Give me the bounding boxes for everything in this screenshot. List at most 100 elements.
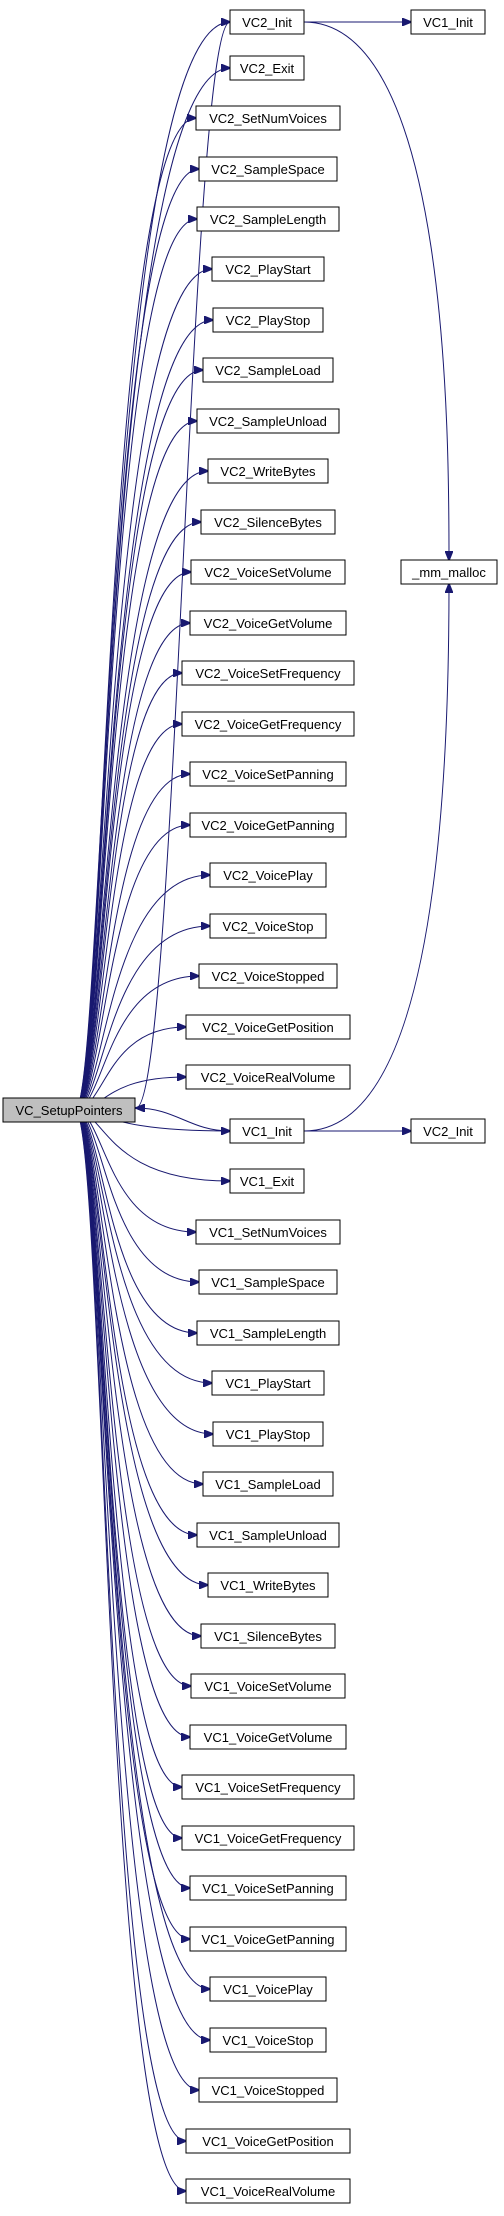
node-vc2-voicerealvolume[interactable]: VC2_VoiceRealVolume bbox=[185, 1064, 351, 1090]
node-label: VC2_Init bbox=[242, 15, 292, 30]
edge-vc-setuppointers-to-vc2-voicegetvolume bbox=[74, 623, 190, 1111]
node-vc1-voicesetvolume[interactable]: VC1_VoiceSetVolume bbox=[190, 1673, 346, 1699]
node-label: VC1_Exit bbox=[240, 1174, 295, 1189]
node-vc1-init-callee[interactable]: VC1_Init bbox=[410, 9, 486, 35]
node-label: VC2_SampleSpace bbox=[211, 162, 324, 177]
node-label: VC1_WriteBytes bbox=[220, 1578, 316, 1593]
node-label: VC2_VoiceGetVolume bbox=[204, 616, 333, 631]
node-vc1-voicestop[interactable]: VC1_VoiceStop bbox=[209, 2027, 327, 2053]
node-label: VC1_SampleLength bbox=[210, 1326, 326, 1341]
node-vc1-playstart[interactable]: VC1_PlayStart bbox=[211, 1370, 325, 1396]
node-label: VC1_VoiceGetPanning bbox=[202, 1932, 335, 1947]
node-vc2-samplelength[interactable]: VC2_SampleLength bbox=[196, 206, 340, 232]
node-vc2-voiceplay[interactable]: VC2_VoicePlay bbox=[209, 862, 327, 888]
node-vc1-voicestopped[interactable]: VC1_VoiceStopped bbox=[198, 2077, 338, 2103]
node-vc1-voicegetposition[interactable]: VC1_VoiceGetPosition bbox=[185, 2128, 351, 2154]
nodes-layer: VC_SetupPointers VC2_Init VC2_Exit VC2_S… bbox=[2, 9, 498, 2204]
node-vc1-writebytes[interactable]: VC1_WriteBytes bbox=[207, 1572, 329, 1598]
node-label: VC1_VoiceSetVolume bbox=[204, 1679, 331, 1694]
node-label: VC2_SampleLength bbox=[210, 212, 326, 227]
node-vc1-voicerealvolume[interactable]: VC1_VoiceRealVolume bbox=[185, 2178, 351, 2204]
node-vc2-exit[interactable]: VC2_Exit bbox=[229, 55, 305, 81]
node-vc1-init[interactable]: VC1_Init bbox=[229, 1118, 305, 1144]
edge-vc-setuppointers-to-vc1-playstart bbox=[74, 1109, 212, 1383]
edge-vc-setuppointers-to-vc1-sampleload bbox=[74, 1109, 203, 1484]
node-label: VC2_SampleLoad bbox=[215, 363, 321, 378]
edge-vc-setuppointers-to-vc1-voicegetposition bbox=[74, 1109, 186, 2141]
node-vc2-voicegetposition[interactable]: VC2_VoiceGetPosition bbox=[185, 1014, 351, 1040]
node-vc2-voicestop[interactable]: VC2_VoiceStop bbox=[209, 913, 327, 939]
node-vc2-setnumvoices[interactable]: VC2_SetNumVoices bbox=[195, 105, 341, 131]
node-label: VC1_VoiceStop bbox=[222, 2033, 313, 2048]
node-label: VC2_VoiceSetPanning bbox=[202, 767, 334, 782]
node-label: VC1_SampleSpace bbox=[211, 1275, 324, 1290]
node-vc2-voicegetfrequency[interactable]: VC2_VoiceGetFrequency bbox=[181, 711, 355, 737]
node-label: VC2_VoicePlay bbox=[223, 868, 313, 883]
node-label: VC1_VoiceGetFrequency bbox=[195, 1831, 342, 1846]
node-label: VC2_VoiceStopped bbox=[212, 969, 325, 984]
node-label: VC_SetupPointers bbox=[16, 1103, 123, 1118]
node-vc1-setnumvoices[interactable]: VC1_SetNumVoices bbox=[195, 1219, 341, 1245]
node-vc-setuppointers[interactable]: VC_SetupPointers bbox=[2, 1097, 136, 1123]
node-vc1-voicegetvolume[interactable]: VC1_VoiceGetVolume bbox=[189, 1724, 347, 1750]
node-vc2-voicesetpanning[interactable]: VC2_VoiceSetPanning bbox=[189, 761, 347, 787]
node-vc2-sampleload[interactable]: VC2_SampleLoad bbox=[202, 357, 334, 383]
node-label: VC1_VoiceStopped bbox=[212, 2083, 325, 2098]
node-label: VC1_PlayStop bbox=[226, 1427, 311, 1442]
node-label: VC1_VoicePlay bbox=[223, 1982, 313, 1997]
node-label: VC2_Exit bbox=[240, 61, 295, 76]
edge-vc-setuppointers-to-vc2-voicegetpanning bbox=[74, 825, 190, 1111]
node-label: VC2_VoiceGetFrequency bbox=[195, 717, 342, 732]
node-label: VC2_VoiceGetPanning bbox=[202, 818, 335, 833]
node-vc1-voiceplay[interactable]: VC1_VoicePlay bbox=[209, 1976, 327, 2002]
node-vc2-writebytes[interactable]: VC2_WriteBytes bbox=[207, 458, 329, 484]
node-vc2-sampleunload[interactable]: VC2_SampleUnload bbox=[196, 408, 340, 434]
node-label: VC1_SampleLoad bbox=[215, 1477, 321, 1492]
node-label: VC2_Init bbox=[423, 1124, 473, 1139]
edge-vc-setuppointers-to-vc1-voicerealvolume bbox=[74, 1109, 186, 2191]
node-label: VC2_VoiceStop bbox=[222, 919, 313, 934]
node-label: VC1_Init bbox=[242, 1124, 292, 1139]
node-vc2-voicestopped[interactable]: VC2_VoiceStopped bbox=[198, 963, 338, 989]
node-label: VC2_VoiceRealVolume bbox=[201, 1070, 335, 1085]
node-label: VC1_Init bbox=[423, 15, 473, 30]
node-vc1-samplelength[interactable]: VC1_SampleLength bbox=[196, 1320, 340, 1346]
node-label: VC2_VoiceSetFrequency bbox=[195, 666, 341, 681]
node-label: VC1_VoiceSetFrequency bbox=[195, 1780, 341, 1795]
node-vc2-init-callee[interactable]: VC2_Init bbox=[410, 1118, 486, 1144]
edge-vc-setuppointers-to-vc2-voicesetvolume bbox=[74, 572, 191, 1111]
node-vc1-samplespace[interactable]: VC1_SampleSpace bbox=[198, 1269, 338, 1295]
node-vc2-samplespace[interactable]: VC2_SampleSpace bbox=[198, 156, 338, 182]
node-vc2-voicesetvolume[interactable]: VC2_VoiceSetVolume bbox=[190, 559, 346, 585]
node-vc2-playstart[interactable]: VC2_PlayStart bbox=[211, 256, 325, 282]
edge-vc-setuppointers-to-vc1-voicestopped bbox=[74, 1109, 199, 2090]
node-vc1-voicesetpanning[interactable]: VC1_VoiceSetPanning bbox=[189, 1875, 347, 1901]
node-mm-malloc[interactable]: _mm_malloc bbox=[400, 559, 498, 585]
node-vc2-silencebytes[interactable]: VC2_SilenceBytes bbox=[200, 509, 336, 535]
edge-vc-setuppointers-to-vc1-sampleunload bbox=[74, 1109, 197, 1535]
node-vc2-voicegetvolume[interactable]: VC2_VoiceGetVolume bbox=[189, 610, 347, 636]
node-label: VC1_VoiceGetVolume bbox=[204, 1730, 333, 1745]
node-vc1-voicesetfrequency[interactable]: VC1_VoiceSetFrequency bbox=[181, 1774, 355, 1800]
node-vc1-sampleload[interactable]: VC1_SampleLoad bbox=[202, 1471, 334, 1497]
node-vc1-voicegetfrequency[interactable]: VC1_VoiceGetFrequency bbox=[181, 1825, 355, 1851]
node-label: VC1_VoiceSetPanning bbox=[202, 1881, 334, 1896]
node-vc2-voicegetpanning[interactable]: VC2_VoiceGetPanning bbox=[189, 812, 347, 838]
node-vc2-playstop[interactable]: VC2_PlayStop bbox=[212, 307, 324, 333]
edge-vc-setuppointers-to-vc1-silencebytes bbox=[74, 1109, 201, 1636]
node-vc2-init[interactable]: VC2_Init bbox=[229, 9, 305, 35]
node-vc2-voicesetfrequency[interactable]: VC2_VoiceSetFrequency bbox=[181, 660, 355, 686]
node-label: VC2_WriteBytes bbox=[220, 464, 316, 479]
node-vc1-playstop[interactable]: VC1_PlayStop bbox=[212, 1421, 324, 1447]
node-vc1-silencebytes[interactable]: VC1_SilenceBytes bbox=[200, 1623, 336, 1649]
node-label: VC2_PlayStop bbox=[226, 313, 311, 328]
edge-vc-setuppointers-to-vc2-voicegetfrequency bbox=[74, 724, 182, 1111]
node-vc1-voicegetpanning[interactable]: VC1_VoiceGetPanning bbox=[189, 1926, 347, 1952]
node-label: VC2_PlayStart bbox=[225, 262, 311, 277]
edge-vc-setuppointers-to-vc1-writebytes bbox=[74, 1109, 208, 1585]
node-vc1-sampleunload[interactable]: VC1_SampleUnload bbox=[196, 1522, 340, 1548]
node-vc1-exit[interactable]: VC1_Exit bbox=[229, 1168, 305, 1194]
edge-vc-setuppointers-to-vc1-playstop bbox=[74, 1109, 213, 1434]
node-label: VC1_VoiceGetPosition bbox=[202, 2134, 334, 2149]
node-label: VC1_VoiceRealVolume bbox=[201, 2184, 335, 2199]
